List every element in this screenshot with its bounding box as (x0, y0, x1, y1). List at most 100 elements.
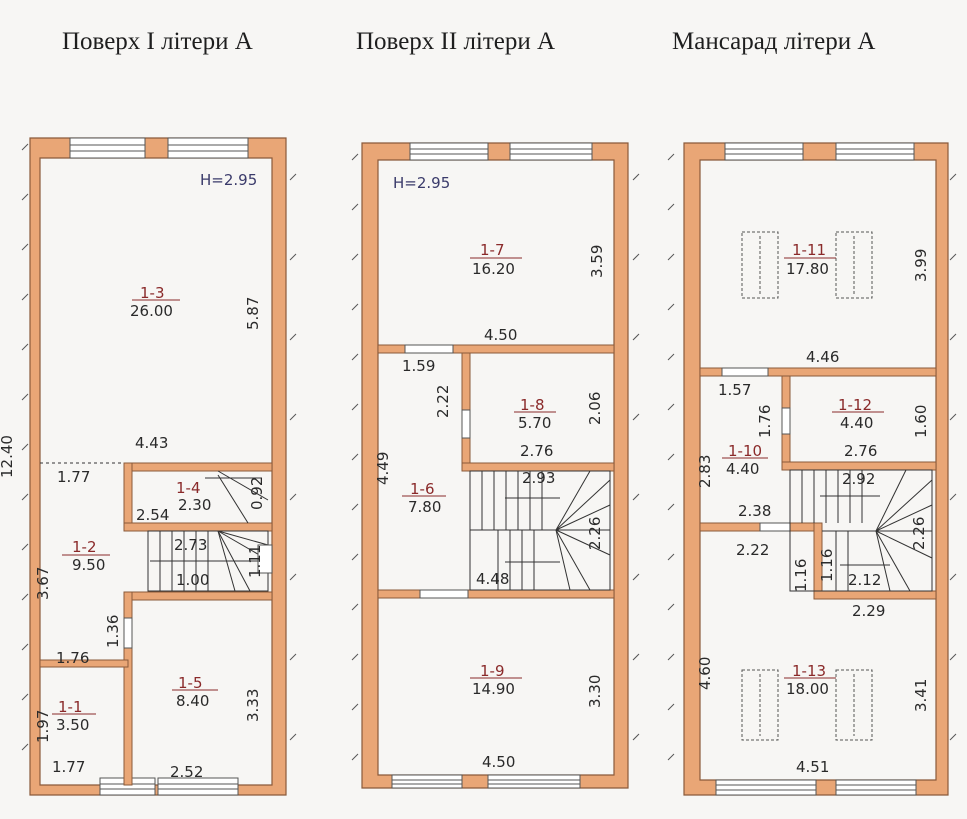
dim-label: 1.57 (718, 381, 751, 399)
partition-wall (123, 522, 273, 532)
door (781, 407, 791, 435)
attic-plan: 1-11 17.80 3.99 4.46 1.57 1.76 1-12 4.40… (683, 142, 949, 796)
dim-label: 1.60 (912, 405, 930, 438)
dim-label: 2.92 (842, 470, 875, 488)
window (69, 137, 146, 159)
window (724, 142, 804, 161)
dim-label: 4.50 (482, 753, 515, 771)
room-id: 1-12 (838, 396, 872, 414)
partition-wall (123, 591, 133, 786)
room-id: 1-1 (58, 698, 83, 716)
partition-wall (699, 367, 937, 377)
room-id: 1-4 (176, 479, 201, 497)
dim-label: 4.50 (484, 326, 517, 344)
floor-2-plan: H=2.95 1-7 16.20 3.59 4.50 1.59 2.22 1-8… (361, 142, 629, 789)
dim-label: 2.38 (738, 502, 771, 520)
dim-label: 1.16 (792, 559, 810, 592)
partition-wall (123, 591, 273, 601)
dim-label: 3.99 (912, 249, 930, 282)
dim-label: 2.22 (736, 541, 769, 559)
room-area: 3.50 (56, 716, 89, 734)
dim-label: 5.87 (244, 297, 262, 330)
window (835, 779, 917, 796)
window (487, 774, 581, 789)
room-area: 16.20 (472, 260, 515, 278)
room-id: 1-3 (140, 284, 165, 302)
door (759, 522, 791, 532)
door (461, 409, 471, 439)
dim-label: 2.26 (910, 517, 928, 550)
door (419, 589, 469, 599)
dim-label: 2.12 (848, 571, 881, 589)
window (157, 777, 239, 796)
room-area: 9.50 (72, 556, 105, 574)
room-area: 5.70 (518, 414, 551, 432)
room-area: 17.80 (786, 260, 829, 278)
room-area: 26.00 (130, 302, 173, 320)
dim-label: 2.52 (170, 763, 203, 781)
dim-label: 2.93 (522, 469, 555, 487)
door (721, 367, 769, 377)
room-area: 7.80 (408, 498, 441, 516)
dim-label: 3.59 (588, 245, 606, 278)
room-id: 1-10 (728, 442, 762, 460)
room-id: 1-9 (480, 662, 505, 680)
dim-overall-length: 12.40 (0, 435, 16, 478)
partition-wall (127, 462, 273, 472)
floor-1-height: H=2.95 (200, 171, 257, 189)
skylight (741, 231, 873, 741)
dim-label: 2.76 (520, 442, 553, 460)
attic-title: Мансарад літери А (672, 28, 876, 55)
dim-label: 4.49 (374, 452, 392, 485)
window (509, 142, 593, 161)
room-area: 4.40 (726, 460, 759, 478)
dim-label: 2.26 (586, 517, 604, 550)
window (391, 774, 463, 789)
wall-hatching (21, 143, 957, 761)
dim-label: 1.00 (176, 571, 209, 589)
stair-floor-2 (469, 470, 611, 591)
dim-label: 1.77 (57, 468, 90, 486)
door (404, 344, 454, 354)
partition-wall (377, 344, 615, 354)
floor-2-title: Поверх ІІ літери А (356, 28, 556, 55)
dim-label: 1.76 (756, 405, 774, 438)
dim-label: 4.60 (696, 657, 714, 690)
partition-wall (123, 462, 133, 532)
door (257, 544, 273, 574)
floor-1-title: Поверх І літери А (62, 28, 253, 55)
room-id: 1-13 (792, 662, 826, 680)
dim-label: 2.06 (586, 392, 604, 425)
dim-label: 4.43 (135, 434, 168, 452)
room-id: 1-6 (410, 480, 435, 498)
room-area: 4.40 (840, 414, 873, 432)
dim-label: 1.36 (104, 615, 122, 648)
dim-label: 2.76 (844, 442, 877, 460)
stair-attic (789, 469, 933, 592)
dim-label: 3.41 (912, 679, 930, 712)
window (835, 142, 915, 161)
dim-label: 1.97 (34, 710, 52, 743)
dim-label: 1.77 (52, 758, 85, 776)
room-id: 1-5 (178, 674, 203, 692)
room-area: 14.90 (472, 680, 515, 698)
dim-label: 2.73 (174, 536, 207, 554)
dim-label: 4.51 (796, 758, 829, 776)
floor-2-height: H=2.95 (393, 174, 450, 192)
partition-wall (781, 461, 937, 471)
window (715, 779, 817, 796)
dim-label: 0.92 (248, 477, 266, 510)
dim-label: 3.67 (34, 567, 52, 600)
partition-wall (39, 659, 129, 668)
dim-label: 2.54 (136, 506, 169, 524)
room-area: 18.00 (786, 680, 829, 698)
floor-1-plan: H=2.95 1-3 26.00 5.87 4.43 1.77 1-4 2.30… (0, 137, 287, 796)
dim-label: 4.46 (806, 348, 839, 366)
room-area: 2.30 (178, 496, 211, 514)
room-id: 1-11 (792, 241, 826, 259)
dim-label: 3.30 (586, 675, 604, 708)
dim-label: 2.29 (852, 602, 885, 620)
room-id: 1-2 (72, 538, 97, 556)
dim-label: 4.48 (476, 570, 509, 588)
